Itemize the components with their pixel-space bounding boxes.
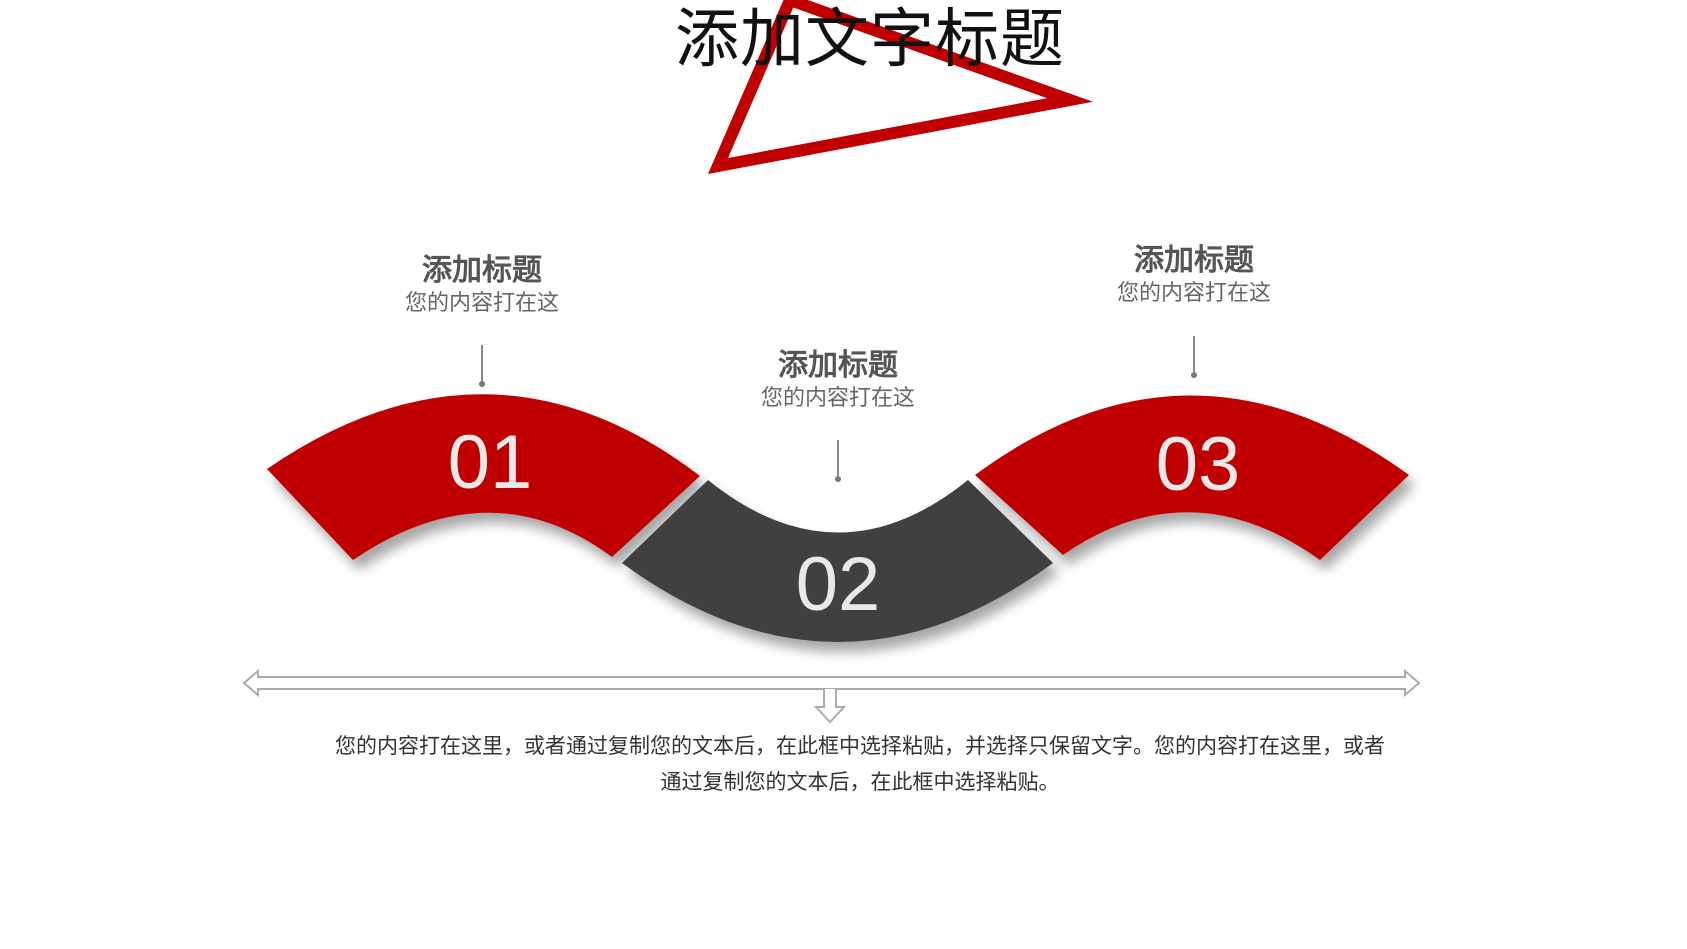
step-subtitle-01: 您的内容打在这 bbox=[404, 291, 559, 316]
connector-2 bbox=[835, 440, 841, 482]
triangle-decoration-icon bbox=[707, 0, 1093, 174]
step-heading-01: 添加标题 bbox=[422, 253, 542, 288]
body-text: 您的内容打在这里，或者通过复制您的文本后，在此框中选择粘贴，并选择只保留文字。您… bbox=[335, 734, 1385, 794]
step-label-03: 添加标题 您的内容打在这 bbox=[1064, 242, 1324, 308]
segment-number-03: 03 bbox=[1156, 422, 1241, 507]
segment-02 bbox=[622, 480, 1053, 642]
connector-1 bbox=[479, 345, 485, 387]
step-label-02: 添加标题 您的内容打在这 bbox=[708, 347, 968, 413]
divider-arrow-icon bbox=[242, 668, 1421, 724]
step-heading-02: 添加标题 bbox=[778, 348, 898, 383]
page-title: 添加文字标题 bbox=[675, 3, 1065, 77]
connector-3 bbox=[1191, 336, 1197, 378]
segment-number-01: 01 bbox=[448, 420, 533, 505]
segment-01 bbox=[267, 394, 700, 560]
segment-number-02: 02 bbox=[796, 542, 881, 627]
step-subtitle-02: 您的内容打在这 bbox=[760, 386, 915, 411]
segment-03 bbox=[975, 395, 1409, 560]
step-label-01: 添加标题 您的内容打在这 bbox=[352, 252, 612, 318]
step-subtitle-03: 您的内容打在这 bbox=[1116, 281, 1271, 306]
step-heading-03: 添加标题 bbox=[1134, 243, 1254, 278]
